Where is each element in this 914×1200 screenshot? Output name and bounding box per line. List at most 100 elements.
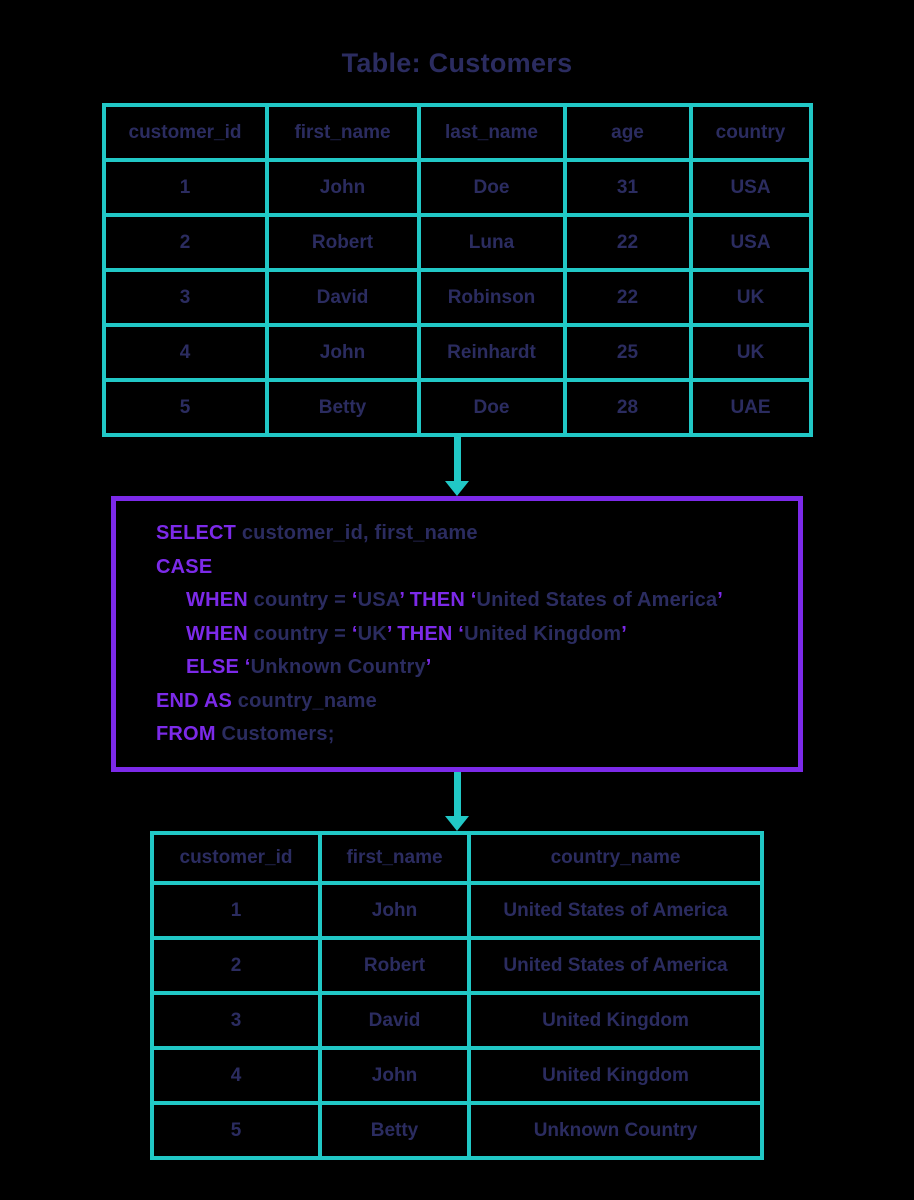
table-cell: 2 [101, 213, 269, 272]
table-cell: UAE [688, 378, 813, 437]
table-cell: 22 [562, 268, 693, 327]
sql-segment-plain: country = [253, 589, 352, 611]
sql-segment-keyword: WHEN [186, 622, 254, 645]
table-cell: Reinhardt [416, 323, 567, 382]
sql-segment-quote: ‘ [458, 622, 465, 645]
table-cell: USA [688, 158, 813, 217]
sql-segment-keyword: SELECT [156, 522, 242, 544]
sql-segment-keyword: THEN [397, 622, 459, 645]
table-cell: 28 [562, 378, 693, 437]
table-cell: 31 [562, 158, 693, 217]
sql-line: WHEN country = ‘USA’ THEN ‘United States… [156, 584, 778, 618]
sql-segment-keyword: CASE [156, 555, 213, 578]
table-cell: David [264, 268, 421, 327]
column-header: age [562, 103, 693, 162]
sql-segment-keyword: THEN [409, 589, 471, 611]
sql-segment-quote: ‘ [351, 622, 358, 645]
table-cell: Robinson [416, 268, 567, 327]
table-cell: 4 [150, 1046, 322, 1105]
table-cell: United States of America [467, 881, 764, 940]
sql-segment-keyword: WHEN [186, 589, 254, 611]
sql-segment-quote: ’ [386, 622, 398, 645]
sql-segment-quote: ‘ [470, 589, 477, 611]
sql-segment-string: USA [357, 589, 400, 611]
table-cell: John [318, 1046, 471, 1105]
sql-segment-string: UK [357, 622, 387, 645]
table-cell: United Kingdom [467, 991, 764, 1050]
sql-segment-plain: country = [253, 622, 352, 645]
table-cell: UK [688, 323, 813, 382]
sql-line: ELSE ‘Unknown Country’ [156, 651, 778, 685]
sql-segment-quote: ’ [621, 622, 628, 645]
table-cell: 3 [101, 268, 269, 327]
table-cell: Betty [264, 378, 421, 437]
table-cell: Betty [318, 1101, 471, 1160]
sql-segment-string: United Kingdom [464, 622, 622, 645]
column-header: first_name [318, 831, 471, 885]
sql-segment-string: Unknown Country [250, 656, 426, 678]
table-cell: David [318, 991, 471, 1050]
column-header: country [688, 103, 813, 162]
table-cell: Unknown Country [467, 1101, 764, 1160]
sql-line: SELECT customer_id, first_name [156, 517, 778, 551]
table-cell: John [264, 158, 421, 217]
column-header: country_name [467, 831, 764, 885]
sql-segment-plain: Customers; [221, 723, 335, 745]
table-cell: Luna [416, 213, 567, 272]
arrow-shaft [453, 437, 461, 481]
table-cell: Robert [264, 213, 421, 272]
table-cell: 22 [562, 213, 693, 272]
table-cell: UK [688, 268, 813, 327]
table-cell: 5 [150, 1101, 322, 1160]
table-cell: John [318, 881, 471, 940]
arrow-shaft [453, 772, 461, 816]
flow-arrow-1 [0, 437, 914, 496]
sql-line: CASE [156, 551, 778, 585]
table-cell: 4 [101, 323, 269, 382]
sql-segment-quote: ‘ [244, 656, 251, 678]
sql-segment-keyword: END AS [156, 689, 238, 712]
column-header: last_name [416, 103, 567, 162]
table-cell: United Kingdom [467, 1046, 764, 1105]
table-cell: 2 [150, 936, 322, 995]
table-cell: 25 [562, 323, 693, 382]
sql-segment-plain: customer_id, first_name [241, 522, 478, 544]
column-header: customer_id [150, 831, 322, 885]
sql-line: WHEN country = ‘UK’ THEN ‘United Kingdom… [156, 618, 778, 652]
sql-segment-keyword: FROM [156, 723, 222, 745]
table-cell: 3 [150, 991, 322, 1050]
column-header: first_name [264, 103, 421, 162]
table-cell: Robert [318, 936, 471, 995]
arrow-down-icon [445, 481, 469, 496]
diagram-title: Table: Customers [341, 48, 573, 78]
arrow-down-icon [445, 816, 469, 831]
flow-arrow-2 [0, 772, 914, 831]
sql-segment-string: United States of America [476, 589, 718, 611]
table-cell: Doe [416, 158, 567, 217]
sql-line: END AS country_name [156, 685, 778, 719]
table-cell: USA [688, 213, 813, 272]
table-cell: Doe [416, 378, 567, 437]
sql-segment-quote: ’ [717, 589, 724, 611]
column-header: customer_id [101, 103, 269, 162]
table-cell: 1 [150, 881, 322, 940]
sql-segment-quote: ’ [425, 656, 432, 678]
table-cell: John [264, 323, 421, 382]
table-cell: United States of America [467, 936, 764, 995]
sql-line: FROM Customers; [156, 718, 778, 752]
table-cell: 5 [101, 378, 269, 437]
